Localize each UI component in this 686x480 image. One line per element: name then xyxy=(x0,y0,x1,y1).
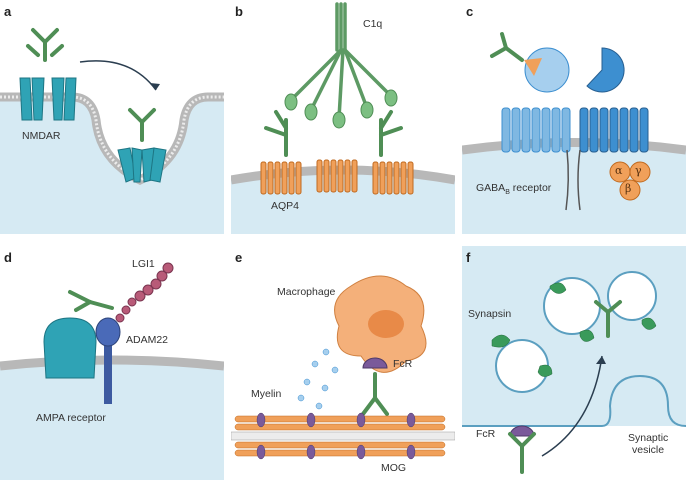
panel-b-illustration xyxy=(231,2,455,234)
gamma-label: γ xyxy=(635,164,642,177)
alpha-label: α xyxy=(615,164,623,177)
panel-letter-c: c xyxy=(466,4,474,19)
nucleus xyxy=(368,310,404,338)
ampa-receptor xyxy=(43,317,97,379)
mog-label: MOG xyxy=(381,462,407,474)
antibody xyxy=(68,290,114,312)
panel-c: c GABAB receptor α γ β xyxy=(462,0,686,234)
panel-letter-e: e xyxy=(235,250,243,265)
vesicle-label: vesicle xyxy=(632,444,665,456)
c1q-complex xyxy=(289,2,393,120)
panel-a-illustration xyxy=(0,28,224,234)
c1q-label: C1q xyxy=(363,18,383,30)
panel-letter-d: d xyxy=(4,250,12,265)
synaptic-label: Synaptic xyxy=(628,432,669,444)
gabab-label-main: GABA xyxy=(476,182,506,194)
panel-f-illustration xyxy=(462,246,686,474)
internalized-antibody xyxy=(128,108,156,142)
internalization-arrow xyxy=(79,60,157,91)
cytoplasm xyxy=(462,246,686,426)
antibody xyxy=(26,28,64,62)
synapsin xyxy=(491,282,657,377)
lgi1 xyxy=(115,262,174,323)
myelin xyxy=(234,415,446,457)
panel-letter-b: b xyxy=(235,4,243,19)
nmdar-label: NMDAR xyxy=(22,130,61,142)
axon xyxy=(231,431,455,441)
adam22-label: ADAM22 xyxy=(126,334,169,346)
mog-proteins xyxy=(256,412,416,460)
c1q-heads xyxy=(284,89,398,129)
cytoplasm xyxy=(0,100,224,234)
adam22 xyxy=(95,317,121,347)
vft-domain-right xyxy=(586,47,625,93)
beta-label: β xyxy=(625,182,632,195)
myelin-label: Myelin xyxy=(251,388,282,400)
panel-letter-f: f xyxy=(466,250,471,265)
panel-letter-a: a xyxy=(4,4,12,19)
macrophage-label: Macrophage xyxy=(277,286,336,298)
antibody xyxy=(361,372,389,416)
panel-e-illustration xyxy=(231,275,455,460)
uptake-arrow xyxy=(541,355,603,457)
synapsin-label: Synapsin xyxy=(468,308,512,320)
g-gamma xyxy=(629,161,651,183)
cytokines xyxy=(297,348,339,410)
gabab-receptor-b2 xyxy=(579,107,649,153)
gabab-label: GABAB receptor xyxy=(476,182,551,199)
fcr-label: FcR xyxy=(393,358,413,370)
adam22-stalk xyxy=(104,344,112,404)
panel-a: a NMDAR xyxy=(0,0,224,234)
panel-b: b C1q AQP4 xyxy=(231,0,455,234)
ligand xyxy=(524,58,542,76)
panel-e: e Macrophage FcR Myelin MOG xyxy=(231,246,455,480)
antibody xyxy=(508,300,622,474)
lgi1-label: LGI1 xyxy=(132,258,155,270)
nmdar-receptor xyxy=(19,77,77,121)
gabab-label-sub: B xyxy=(505,189,510,197)
internalized-receptor xyxy=(117,147,167,183)
panel-f: f Synapsin FcR Synaptic vesicle xyxy=(462,246,686,480)
cell-membrane xyxy=(462,138,686,155)
aqp4-label: AQP4 xyxy=(271,200,300,212)
antibody xyxy=(490,32,524,62)
fcr xyxy=(362,357,388,369)
antibodies xyxy=(264,110,403,157)
panel-d: d LGI1 ADAM22 AMPA receptor xyxy=(0,246,224,480)
cell-membrane xyxy=(462,374,686,427)
fcr xyxy=(509,425,535,437)
gabab-receptor xyxy=(501,107,571,153)
ampa-label: AMPA receptor xyxy=(36,412,106,424)
g-beta xyxy=(619,179,641,201)
fcr-label: FcR xyxy=(476,428,496,440)
cytoplasm xyxy=(462,142,686,234)
cytoplasm xyxy=(0,360,224,480)
gabab-label-suffix: receptor xyxy=(509,182,552,194)
panel-c-illustration xyxy=(462,32,686,234)
panel-d-illustration xyxy=(0,262,224,480)
aqp4-channels xyxy=(260,159,414,195)
